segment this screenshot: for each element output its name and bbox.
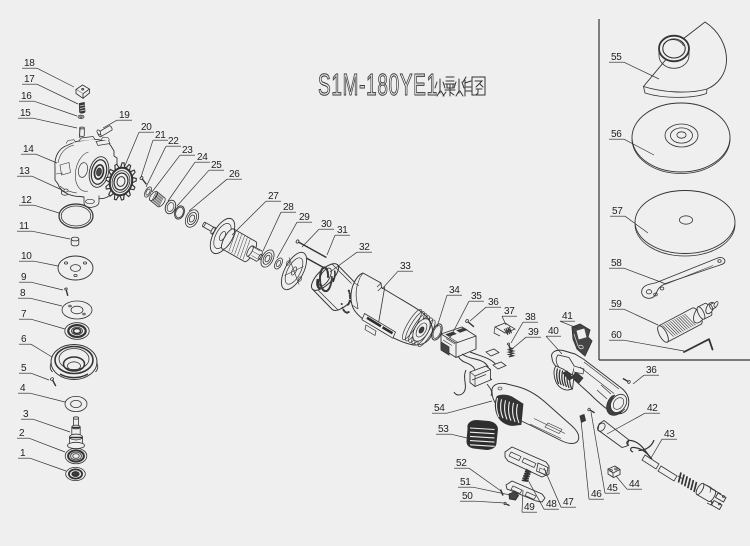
svg-text:37: 37 bbox=[504, 306, 515, 317]
svg-text:19: 19 bbox=[119, 110, 130, 121]
svg-text:38: 38 bbox=[525, 312, 536, 323]
svg-text:24: 24 bbox=[197, 152, 208, 163]
svg-text:55: 55 bbox=[611, 52, 622, 63]
svg-text:43: 43 bbox=[664, 429, 675, 440]
svg-text:17: 17 bbox=[24, 74, 35, 85]
svg-text:60: 60 bbox=[611, 330, 622, 341]
svg-text:8: 8 bbox=[20, 288, 26, 299]
svg-text:9: 9 bbox=[21, 272, 27, 283]
svg-text:52: 52 bbox=[456, 458, 467, 469]
svg-text:23: 23 bbox=[182, 145, 193, 156]
svg-text:4: 4 bbox=[20, 383, 26, 394]
svg-text:15: 15 bbox=[20, 108, 31, 119]
svg-text:20: 20 bbox=[141, 122, 152, 133]
svg-text:50: 50 bbox=[462, 491, 473, 502]
svg-text:28: 28 bbox=[283, 202, 294, 213]
svg-text:10: 10 bbox=[21, 251, 32, 262]
svg-text:11: 11 bbox=[19, 221, 30, 232]
svg-text:36: 36 bbox=[646, 365, 657, 376]
svg-text:3: 3 bbox=[23, 409, 29, 420]
svg-text:6: 6 bbox=[21, 334, 27, 345]
svg-text:27: 27 bbox=[268, 191, 279, 202]
svg-text:46: 46 bbox=[591, 489, 602, 500]
svg-text:42: 42 bbox=[647, 403, 658, 414]
svg-text:53: 53 bbox=[438, 424, 449, 435]
svg-text:16: 16 bbox=[21, 91, 32, 102]
svg-text:2: 2 bbox=[19, 428, 25, 439]
svg-text:47: 47 bbox=[563, 497, 574, 508]
svg-text:58: 58 bbox=[611, 258, 622, 269]
svg-text:48: 48 bbox=[546, 499, 557, 510]
svg-text:7: 7 bbox=[21, 309, 27, 320]
svg-text:33: 33 bbox=[400, 261, 411, 272]
svg-text:22: 22 bbox=[168, 136, 179, 147]
svg-text:14: 14 bbox=[23, 144, 34, 155]
svg-text:41: 41 bbox=[562, 311, 573, 322]
svg-text:31: 31 bbox=[337, 225, 348, 236]
svg-text:39: 39 bbox=[528, 327, 539, 338]
svg-text:32: 32 bbox=[359, 242, 370, 253]
svg-text:26: 26 bbox=[229, 169, 240, 180]
svg-text:54: 54 bbox=[434, 403, 445, 414]
svg-text:36: 36 bbox=[488, 297, 499, 308]
svg-text:34: 34 bbox=[449, 285, 460, 296]
svg-text:30: 30 bbox=[321, 219, 332, 230]
svg-text:5: 5 bbox=[21, 363, 27, 374]
svg-text:25: 25 bbox=[211, 160, 222, 171]
svg-text:13: 13 bbox=[19, 166, 30, 177]
svg-text:21: 21 bbox=[155, 130, 166, 141]
svg-text:S1M-180YE1: S1M-180YE1 bbox=[318, 69, 438, 103]
svg-text:45: 45 bbox=[607, 483, 618, 494]
svg-text:12: 12 bbox=[21, 195, 32, 206]
svg-text:1: 1 bbox=[20, 448, 26, 459]
svg-text:18: 18 bbox=[24, 58, 35, 69]
svg-text:29: 29 bbox=[299, 212, 310, 223]
svg-text:51: 51 bbox=[460, 477, 471, 488]
svg-text:59: 59 bbox=[611, 299, 622, 310]
svg-text:49: 49 bbox=[524, 502, 535, 513]
svg-text:44: 44 bbox=[629, 479, 640, 490]
svg-text:57: 57 bbox=[612, 206, 623, 217]
svg-text:40: 40 bbox=[548, 326, 559, 337]
svg-text:56: 56 bbox=[611, 129, 622, 140]
svg-text:35: 35 bbox=[471, 291, 482, 302]
